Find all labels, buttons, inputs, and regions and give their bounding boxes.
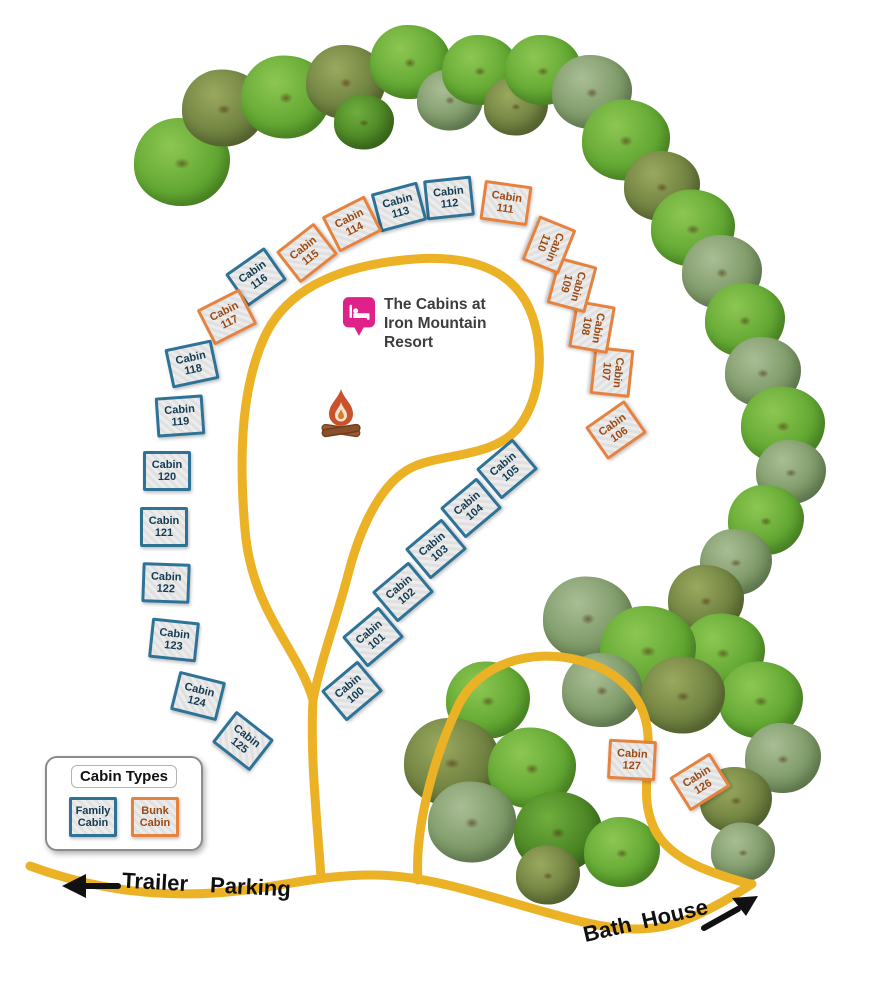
tree (711, 822, 775, 882)
title-line-2: Iron Mountain (384, 314, 487, 332)
title-line-3: Resort (384, 333, 434, 351)
cabin-label-word: Cabin (610, 356, 626, 389)
legend-title: Cabin Types (70, 765, 178, 788)
bath-house-label: Bath House (580, 894, 711, 948)
tree (641, 656, 725, 734)
cabin-label-word: Cabin (616, 746, 648, 761)
cabin-label-word: Cabin (163, 402, 196, 417)
cabin-label-number: 123 (163, 639, 184, 653)
resort-location-pin-icon (342, 297, 376, 336)
trailer-parking-arrow-icon (62, 874, 121, 898)
cabin-label-word: Cabin (148, 514, 180, 527)
legend-bunk-cabin-swatch: Bunk Cabin (131, 797, 179, 837)
legend-bunk-label-line1: Bunk (141, 804, 169, 817)
cabin-label-word: Cabin (150, 570, 182, 584)
legend-family-label-line2: Cabin (77, 817, 109, 829)
resort-title-block: The Cabins at Iron Mountain Resort (342, 296, 486, 353)
cabin-label-word: Cabin (151, 458, 183, 471)
resort-title: The Cabins at Iron Mountain Resort (384, 296, 486, 353)
cabin-label-number: 120 (157, 471, 177, 483)
campfire-icon (321, 389, 361, 438)
bath-house-arrow-icon (701, 896, 758, 931)
title-line-1: The Cabins at (384, 296, 486, 313)
tree (428, 781, 516, 863)
cabin-label-number: 118 (183, 362, 204, 378)
cabin-label-number: 112 (440, 197, 460, 211)
tree (516, 845, 580, 905)
legend-items: Family Cabin Bunk Cabin (55, 797, 193, 837)
cabin-label-number: 107 (599, 361, 613, 382)
legend-bunk-label-line2: Cabin (139, 817, 171, 829)
legend-family-label-line1: Family (75, 804, 111, 817)
cabin-label-number: 119 (171, 415, 190, 429)
legend: Cabin Types Family Cabin Bunk Cabin (45, 756, 203, 851)
cabin-label-number: 127 (622, 759, 642, 773)
tree (562, 653, 642, 727)
tree (334, 94, 394, 150)
cabin-label-number: 122 (156, 582, 176, 596)
legend-family-cabin-swatch: Family Cabin (69, 797, 117, 837)
trailer-parking-label: Trailer Parking (121, 867, 292, 902)
cabin-label-number: 121 (154, 527, 174, 539)
cabin-label-number: 111 (495, 201, 515, 217)
tree (584, 817, 660, 887)
